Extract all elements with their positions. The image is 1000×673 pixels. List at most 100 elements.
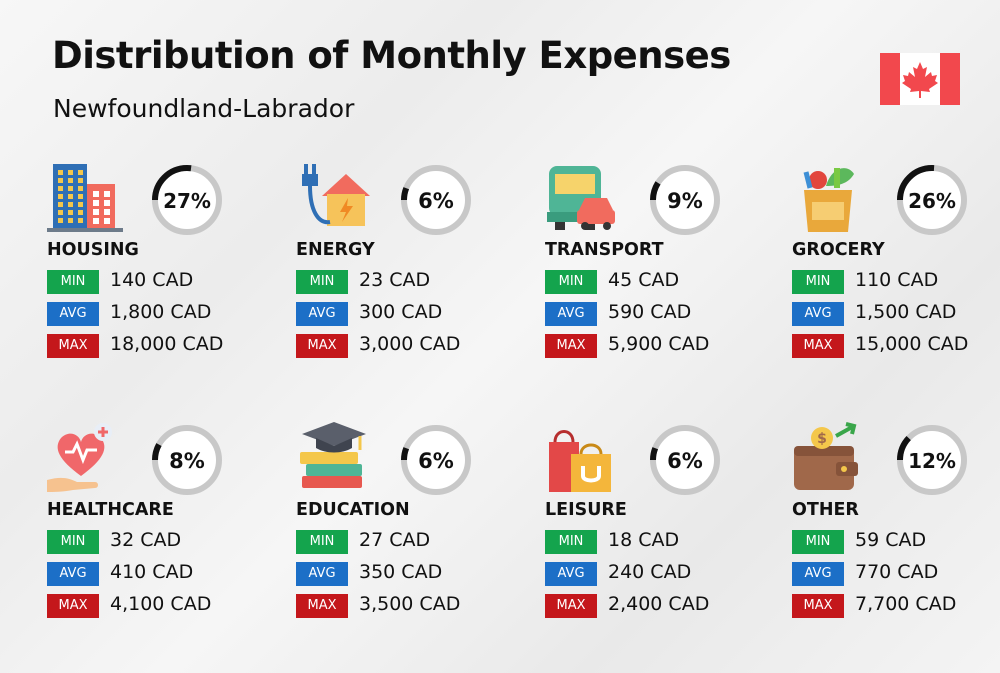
min-badge: MIN: [47, 270, 99, 294]
wallet-coin-icon: $: [794, 422, 858, 490]
category-label: GROCERY: [792, 240, 885, 260]
avg-row: AVG 590 CAD: [545, 301, 785, 328]
share-ring: 8%: [152, 425, 222, 495]
avg-badge: AVG: [47, 562, 99, 586]
canada-flag-icon: [880, 53, 960, 105]
bus-car-icon: [547, 166, 615, 230]
min-value: 27 CAD: [359, 529, 431, 551]
min-value: 140 CAD: [110, 269, 194, 291]
avg-value: 1,800 CAD: [110, 301, 212, 323]
max-badge: MAX: [296, 334, 348, 358]
share-ring: 9%: [650, 165, 720, 235]
max-badge: MAX: [545, 594, 597, 618]
min-value: 45 CAD: [608, 269, 680, 291]
max-value: 4,100 CAD: [110, 593, 212, 615]
avg-badge: AVG: [545, 562, 597, 586]
avg-value: 300 CAD: [359, 301, 443, 323]
min-row: MIN 18 CAD: [545, 529, 785, 556]
max-badge: MAX: [545, 334, 597, 358]
share-ring: 6%: [650, 425, 720, 495]
avg-value: 770 CAD: [855, 561, 939, 583]
category-label: HOUSING: [47, 240, 139, 260]
share-percent: 9%: [667, 189, 703, 213]
min-row: MIN 27 CAD: [296, 529, 536, 556]
avg-badge: AVG: [545, 302, 597, 326]
share-ring-arc: [650, 165, 720, 235]
min-badge: MIN: [47, 530, 99, 554]
share-percent: 6%: [418, 449, 454, 473]
max-row: MAX 15,000 CAD: [792, 333, 1000, 360]
share-ring-arc: [650, 425, 720, 495]
share-ring-arc: [401, 165, 471, 235]
min-value: 59 CAD: [855, 529, 927, 551]
min-badge: MIN: [792, 270, 844, 294]
share-ring: 12%: [897, 425, 967, 495]
min-value: 18 CAD: [608, 529, 680, 551]
share-ring: 27%: [152, 165, 222, 235]
avg-badge: AVG: [296, 302, 348, 326]
min-badge: MIN: [296, 530, 348, 554]
share-ring-arc: [152, 425, 222, 495]
min-row: MIN 110 CAD: [792, 269, 1000, 296]
min-value: 110 CAD: [855, 269, 939, 291]
page-title: Distribution of Monthly Expenses: [52, 34, 731, 77]
buildings-icon: [47, 164, 123, 232]
grocery-bag-icon: [803, 168, 854, 232]
books-cap-icon: [300, 422, 366, 488]
category-label: TRANSPORT: [545, 240, 664, 260]
share-ring-arc: [897, 165, 967, 235]
max-badge: MAX: [792, 594, 844, 618]
category-label: EDUCATION: [296, 500, 410, 520]
max-value: 3,500 CAD: [359, 593, 461, 615]
min-badge: MIN: [792, 530, 844, 554]
min-badge: MIN: [296, 270, 348, 294]
avg-badge: AVG: [296, 562, 348, 586]
max-row: MAX 2,400 CAD: [545, 593, 785, 620]
max-row: MAX 7,700 CAD: [792, 593, 1000, 620]
min-row: MIN 32 CAD: [47, 529, 287, 556]
heart-hand-icon: [47, 423, 112, 492]
category-label: ENERGY: [296, 240, 375, 260]
house-plug-icon: [302, 164, 370, 226]
share-percent: 6%: [667, 449, 703, 473]
share-percent: 8%: [169, 449, 205, 473]
max-value: 2,400 CAD: [608, 593, 710, 615]
avg-value: 240 CAD: [608, 561, 692, 583]
avg-row: AVG 770 CAD: [792, 561, 1000, 588]
share-percent: 12%: [908, 449, 956, 473]
share-percent: 26%: [908, 189, 956, 213]
page-subtitle: Newfoundland-Labrador: [53, 94, 355, 123]
avg-row: AVG 300 CAD: [296, 301, 536, 328]
avg-value: 590 CAD: [608, 301, 692, 323]
min-value: 32 CAD: [110, 529, 182, 551]
avg-badge: AVG: [792, 302, 844, 326]
min-badge: MIN: [545, 530, 597, 554]
max-badge: MAX: [792, 334, 844, 358]
avg-row: AVG 240 CAD: [545, 561, 785, 588]
avg-row: AVG 410 CAD: [47, 561, 287, 588]
avg-badge: AVG: [792, 562, 844, 586]
share-ring: 6%: [401, 165, 471, 235]
share-ring-arc: [401, 425, 471, 495]
max-value: 15,000 CAD: [855, 333, 969, 355]
max-value: 7,700 CAD: [855, 593, 957, 615]
avg-value: 410 CAD: [110, 561, 194, 583]
share-percent: 27%: [163, 189, 211, 213]
max-badge: MAX: [47, 334, 99, 358]
shopping-bags-icon: [549, 430, 611, 492]
svg-text:$: $: [817, 431, 827, 447]
avg-value: 350 CAD: [359, 561, 443, 583]
